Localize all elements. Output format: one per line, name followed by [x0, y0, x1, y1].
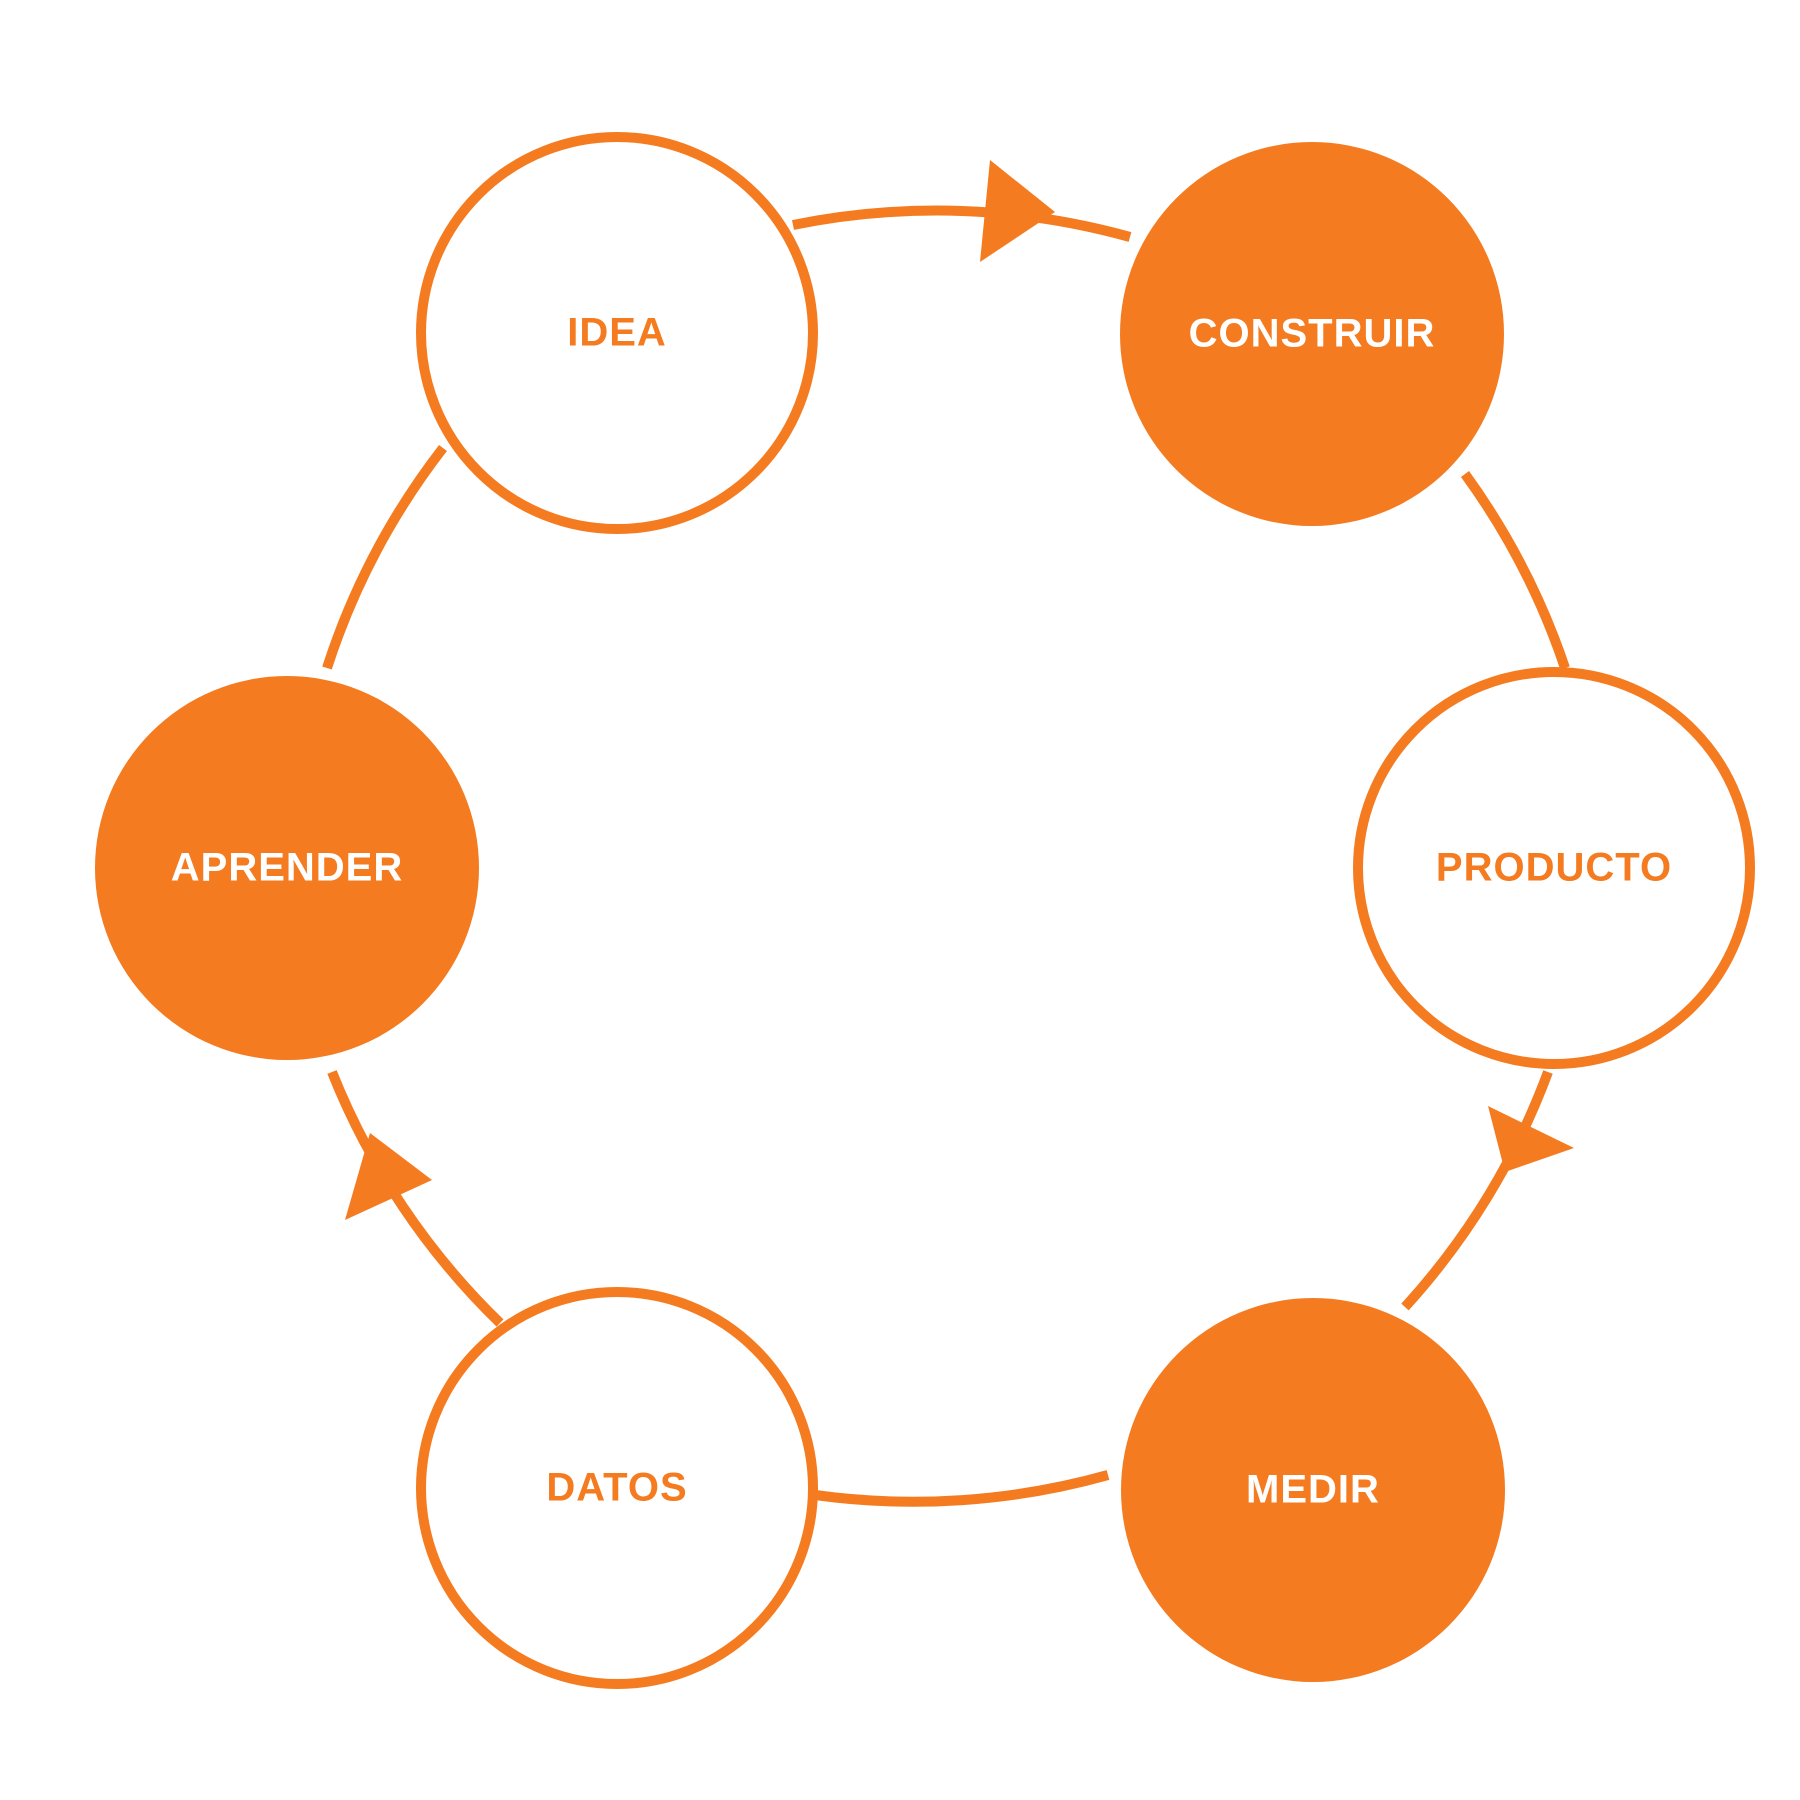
connector-idea-construir [792, 205, 1132, 242]
node-datos-circle [416, 1287, 818, 1689]
node-aprender-circle [95, 676, 479, 1060]
node-idea-label: IDEA [567, 311, 667, 355]
connector-construir-producto [1460, 471, 1570, 670]
node-idea: IDEA [416, 132, 818, 534]
node-construir-label: CONSTRUIR [1189, 312, 1436, 356]
node-aprender-label: APRENDER [171, 846, 403, 890]
connector-medir-datos [814, 1470, 1110, 1507]
node-producto-label: PRODUCTO [1436, 846, 1672, 890]
connector-datos-aprender [327, 1070, 504, 1327]
node-datos-label: DATOS [546, 1466, 687, 1510]
node-construir-circle [1120, 142, 1504, 526]
node-datos: DATOS [416, 1287, 818, 1689]
arrowhead-producto-to-medir [1488, 1106, 1574, 1172]
arrowhead-datos-to-aprender [345, 1133, 432, 1220]
node-medir-label: MEDIR [1246, 1468, 1380, 1512]
node-producto: PRODUCTO [1353, 667, 1755, 1069]
node-producto-circle [1353, 667, 1755, 1069]
node-medir: MEDIR [1121, 1298, 1505, 1682]
connector-aprender-idea [322, 444, 447, 670]
node-idea-circle [416, 132, 818, 534]
node-medir-circle [1121, 1298, 1505, 1682]
connector-producto-medir [1401, 1070, 1553, 1311]
cycle-connectors [322, 205, 1570, 1507]
arrowhead-idea-to-construir [980, 160, 1055, 262]
node-construir: CONSTRUIR [1120, 142, 1504, 526]
node-aprender: APRENDER [95, 676, 479, 1060]
cycle-arrowheads [345, 160, 1574, 1220]
